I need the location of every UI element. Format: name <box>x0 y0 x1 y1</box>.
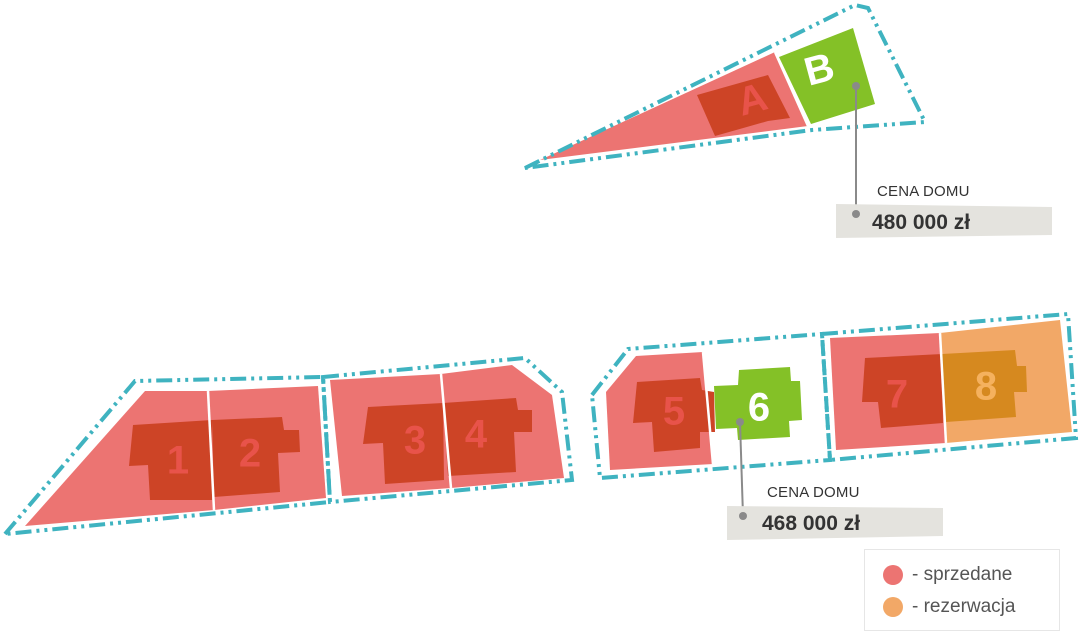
price-tag-6-box <box>727 506 943 540</box>
lot-4-label: 4 <box>465 413 488 457</box>
lot-4-house <box>443 398 532 476</box>
lot-2-label: 2 <box>239 432 261 476</box>
lot-6-house <box>714 367 802 440</box>
legend-reserved-label: - rezerwacja <box>912 596 1016 617</box>
lot-a-plot[interactable] <box>540 52 808 160</box>
lower-right-parcel: 5 6 7 8 <box>589 311 1079 481</box>
lot-8-house <box>942 350 1027 422</box>
lower-right-boundary-7-8 <box>819 311 1079 463</box>
lower-right-boundary-5-6 <box>589 331 833 481</box>
price-tag-b-dot <box>852 210 860 218</box>
lot-7-house <box>862 354 943 428</box>
lower-left-boundary-3-4 <box>320 355 575 505</box>
lot-3-label: 3 <box>404 419 426 463</box>
lot-6-label: 6 <box>748 386 770 430</box>
price-tag-6-leader <box>739 421 744 517</box>
price-tag-6-caption: CENA DOMU <box>767 484 860 501</box>
lot-7-label: 7 <box>886 373 908 417</box>
lot-5-6-divider <box>701 351 715 465</box>
lot-1-label: 1 <box>167 439 189 483</box>
lot-1-house <box>129 420 212 500</box>
lot-a-b-divider <box>773 51 810 127</box>
price-tag-6-value: 468 000 zł <box>762 512 860 535</box>
price-tag-b-box <box>836 204 1052 238</box>
lot-2-house <box>212 417 300 497</box>
legend-item-reserved: - rezerwacja <box>883 596 1015 618</box>
price-tag-b-value: 480 000 zł <box>872 211 970 234</box>
price-tag-6-dot <box>739 512 747 520</box>
price-tag-b: CENA DOMU 480 000 zł <box>836 82 1052 238</box>
lower-left-parcel: 1 2 3 4 <box>0 355 575 537</box>
upper-parcel-boundary <box>524 2 929 170</box>
legend: - sprzedane - rezerwacja <box>864 549 1060 631</box>
lot-7-8-divider <box>938 332 948 444</box>
lower-left-boundary-1-2 <box>0 374 333 537</box>
lot-3-house <box>363 403 444 484</box>
lot-5-house <box>633 378 715 452</box>
price-tag-6: CENA DOMU 468 000 zł <box>727 418 943 540</box>
lot-3-4-divider <box>439 373 453 489</box>
lot-5-label: 5 <box>663 390 685 434</box>
legend-reserved-dot-icon <box>883 597 903 617</box>
legend-item-sold: - sprzedane <box>883 564 1012 586</box>
legend-sold-dot-icon <box>883 565 903 585</box>
legend-sold-label: - sprzedane <box>912 564 1013 585</box>
lot-b-house <box>779 28 875 124</box>
upper-parcel: A B <box>524 2 929 170</box>
lot-a-house <box>697 75 790 136</box>
lot-8-label: 8 <box>975 365 997 409</box>
price-tag-b-caption: CENA DOMU <box>877 183 970 200</box>
lot-1-2-divider <box>206 390 216 511</box>
